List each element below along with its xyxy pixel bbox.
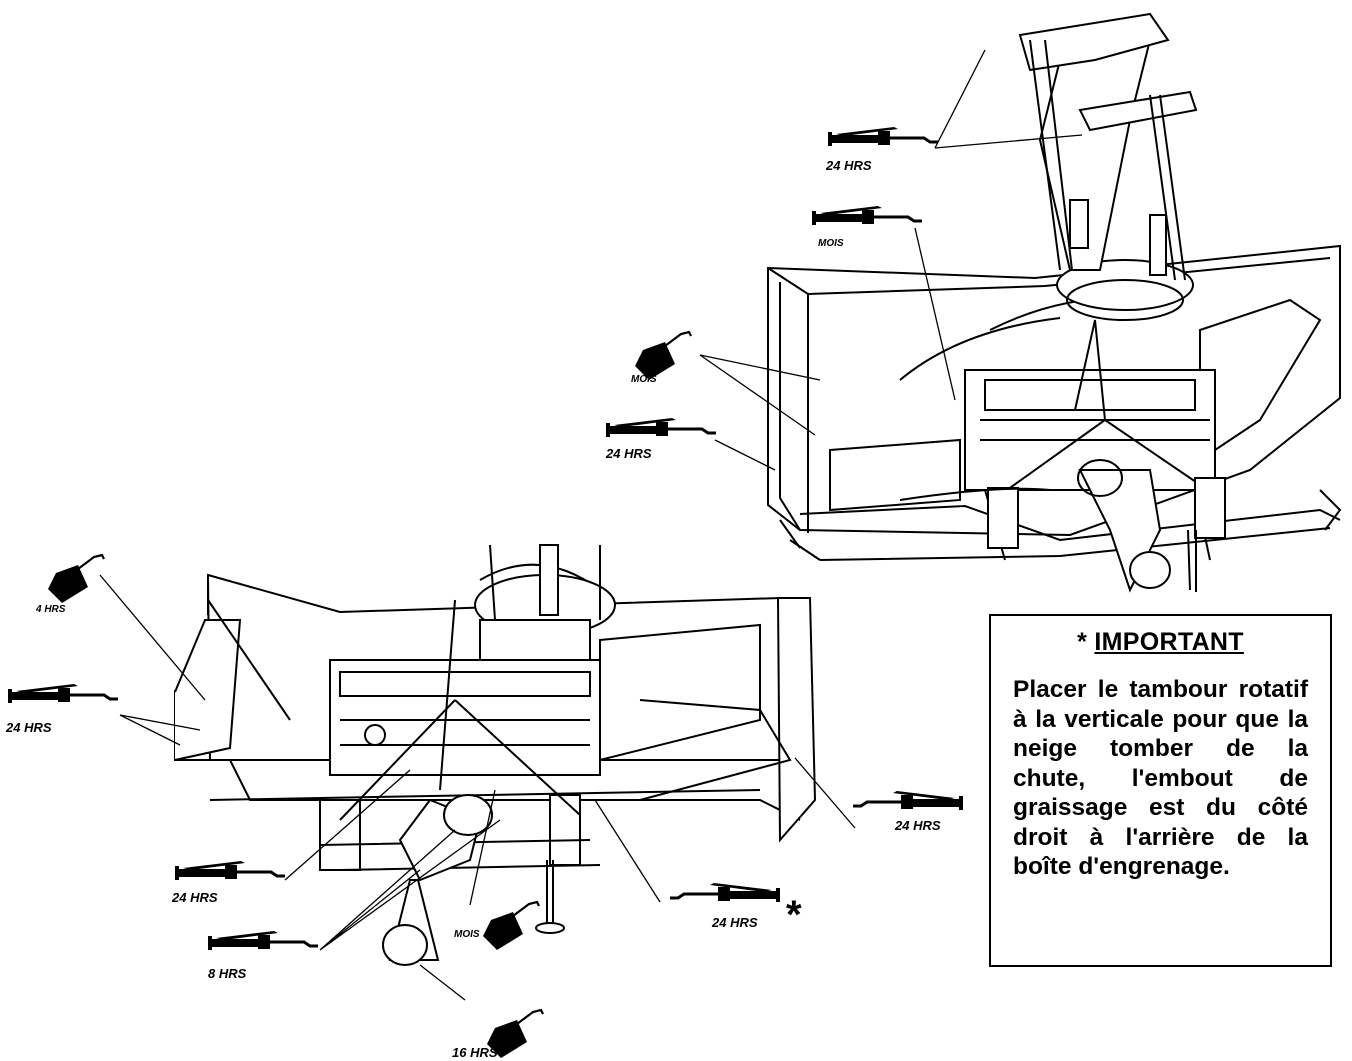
oil-can-icon-front [46,553,106,605]
grease-gun-icon-shaft [206,929,320,952]
grease-gun-icon-top-mois [810,204,924,227]
top-gun-label: 24 HRS [826,158,872,173]
upper-snowblower-drawing [767,12,1342,593]
bottom-gun-star-label: 24 HRS [712,915,758,930]
grease-gun-icon-front-right [853,791,963,810]
grease-gun-icon-bottom-left [173,859,287,882]
front-right-gun-label: 24 HRS [895,818,941,833]
note-title: * IMPORTANT [1013,628,1308,657]
note-star: * [1077,628,1095,656]
right-upper-gun-label: 24 HRS [606,446,652,461]
important-note-box: * IMPORTANT Placer le tambour rotatif à … [989,614,1332,967]
grease-gun-icon-right-upper [604,416,718,439]
front-left-gun-label: 24 HRS [6,720,52,735]
bottom-can-label: MOIS [454,929,480,940]
asterisk-marker: * [786,893,802,937]
oil-can-icon-left [633,330,693,382]
top-can-label: MOIS [818,238,844,249]
note-title-text: IMPORTANT [1094,628,1244,656]
shaft-gun-label: 8 HRS [208,966,247,981]
oil-can-icon-bottom [481,900,541,952]
callout-lines [99,49,1083,1001]
bottom-gun-left-label: 24 HRS [172,890,218,905]
lower-snowblower-drawing [174,544,817,966]
front-can-label: 4 HRS [36,604,66,615]
grease-gun-icon-front-left [6,682,120,705]
note-body: Placer le tambour rotatif à la verticale… [1013,676,1308,880]
shaft-can-label: 16 HRS [452,1045,498,1060]
grease-gun-icon-top [826,125,940,148]
grease-gun-icon-bottom-star [670,883,780,902]
left-can-label: MOIS [631,374,657,385]
